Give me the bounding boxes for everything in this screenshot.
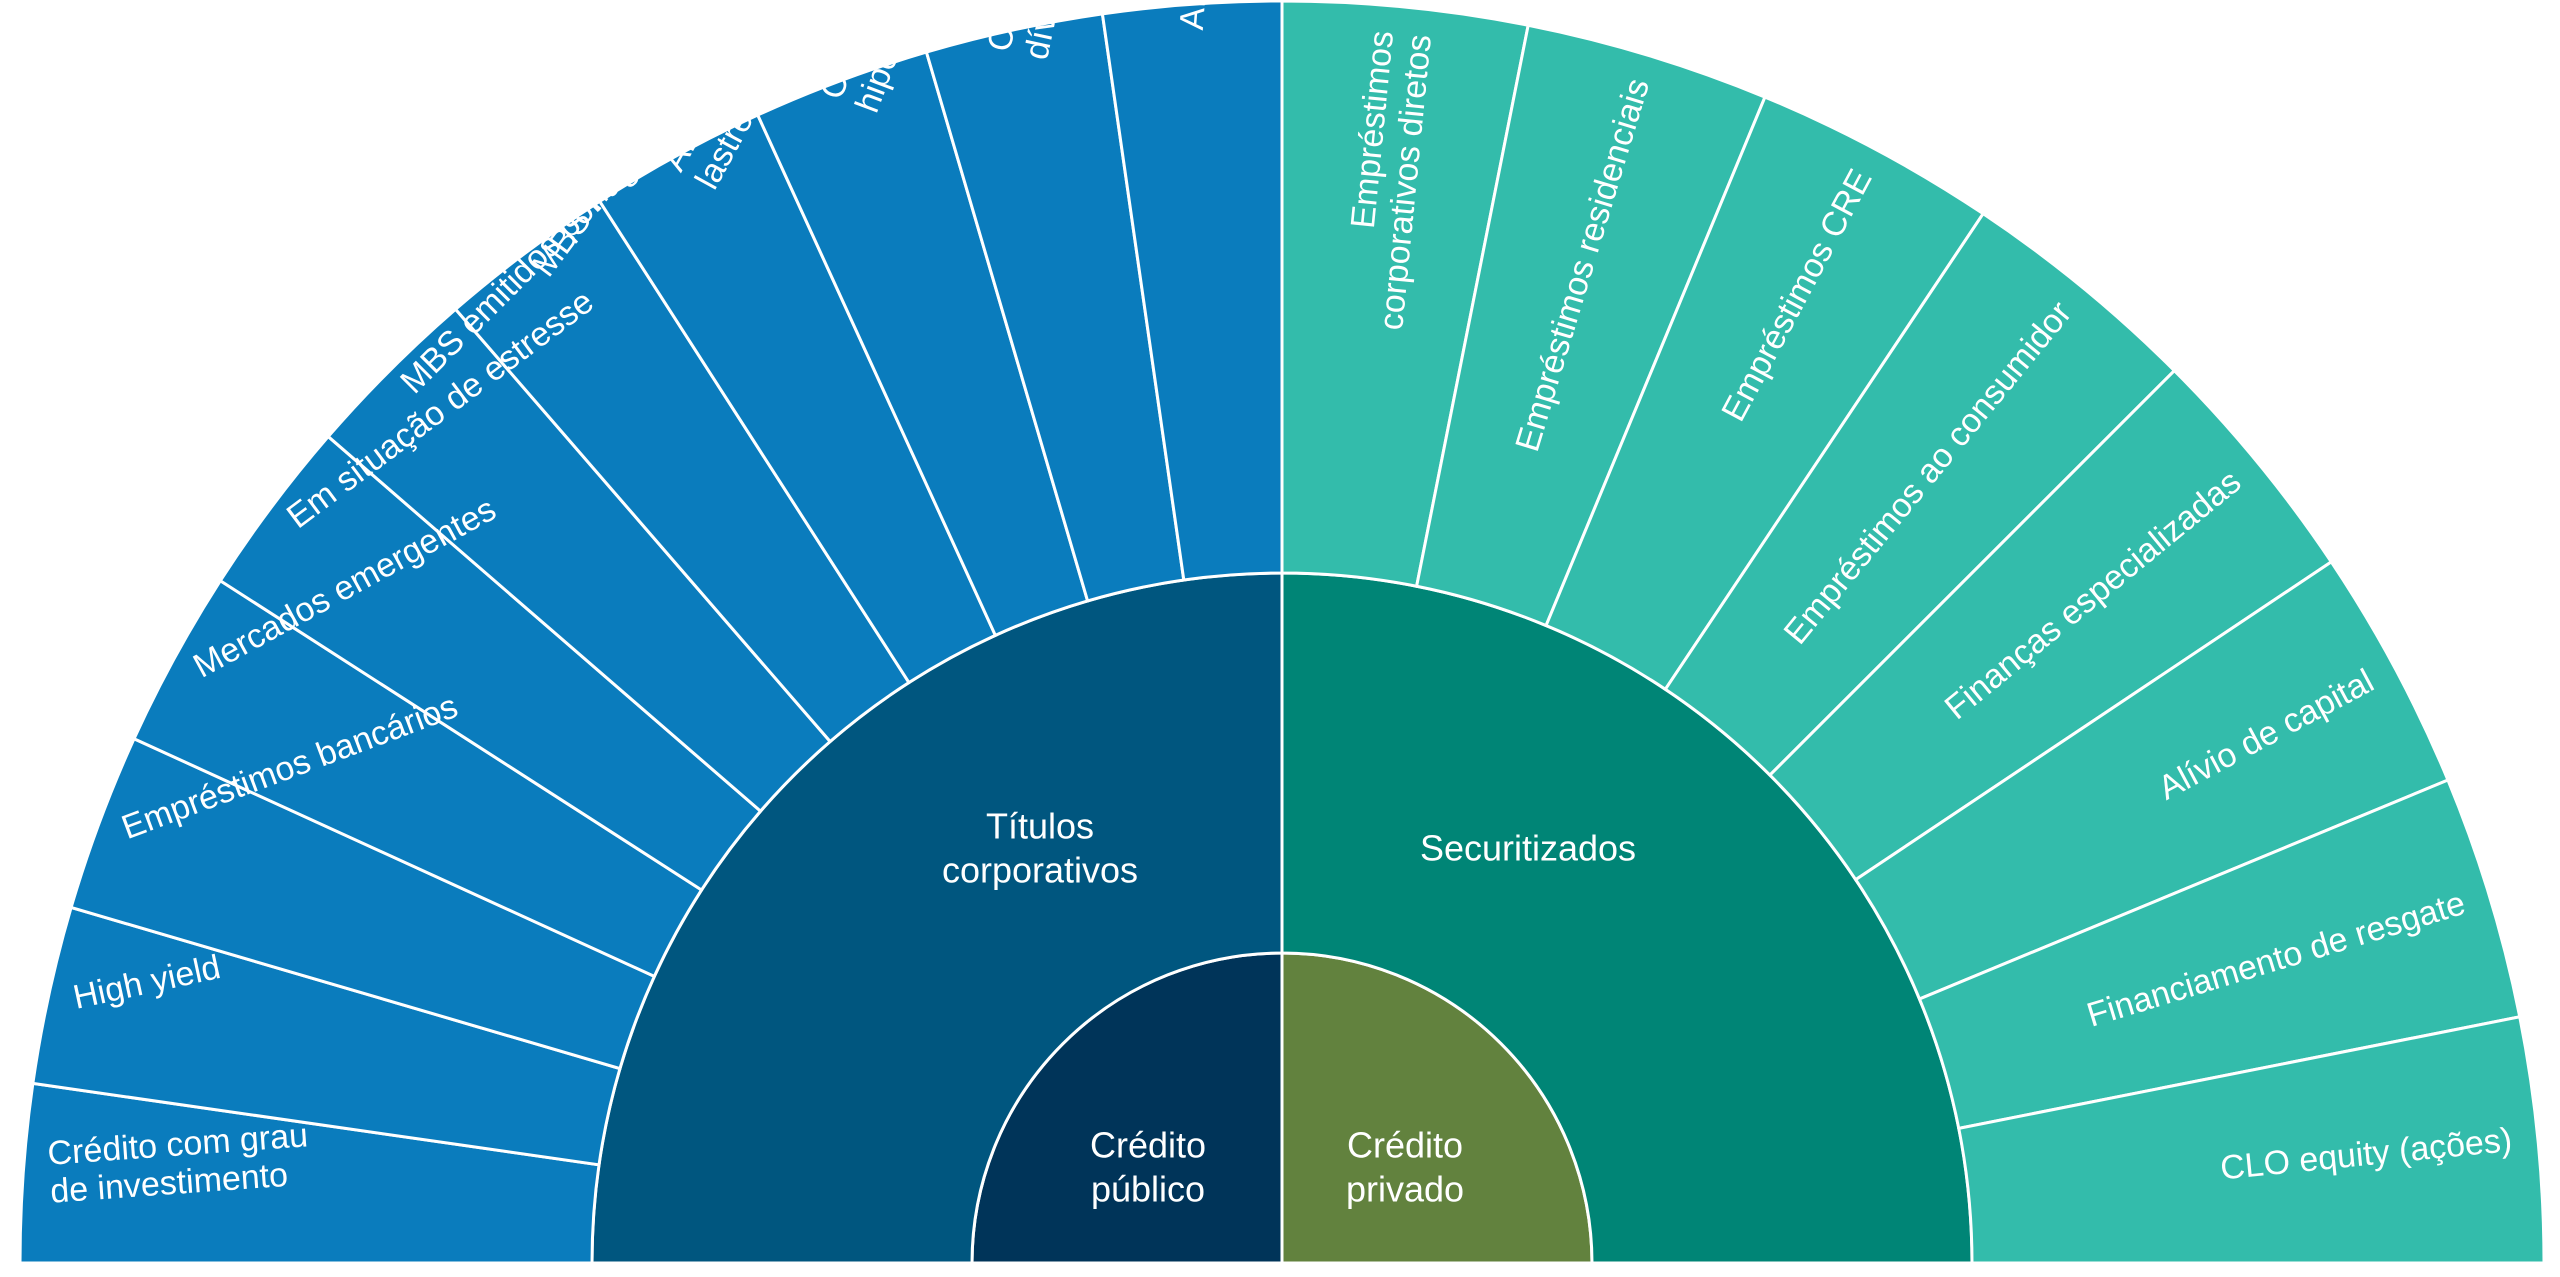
private-outer-sector-4 bbox=[1767, 368, 2334, 882]
corporate-bonds-label-line: corporativos bbox=[942, 850, 1138, 891]
public-outer-sector-0 bbox=[18, 1081, 601, 1265]
public-credit-label-line: público bbox=[1091, 1169, 1205, 1210]
securitized-label-line: Securitizados bbox=[1420, 828, 1636, 869]
private-outer-sector-2 bbox=[1544, 95, 1986, 692]
public-outer-sector-6 bbox=[453, 199, 912, 744]
private-outer-sector-6 bbox=[1917, 778, 2522, 1131]
corporate-bonds-label-line: Títulos bbox=[986, 806, 1094, 847]
public-outer-sector-10 bbox=[1100, 0, 1284, 582]
private-outer-sector-5 bbox=[1853, 559, 2450, 1001]
securitized-label: Securitizados bbox=[1420, 828, 1636, 869]
public-outer-sector-1 bbox=[31, 905, 622, 1167]
public-outer-sector-3 bbox=[132, 578, 704, 979]
public-outer-sector-8 bbox=[755, 50, 1090, 638]
private-outer-sector-7 bbox=[1956, 1015, 2546, 1265]
private-credit-label-line: privado bbox=[1346, 1169, 1464, 1210]
private-credit-label-line: Crédito bbox=[1347, 1125, 1463, 1166]
private-outer-sector-0 bbox=[1280, 0, 1530, 589]
public-outer-sector-2 bbox=[69, 736, 657, 1071]
public-outer-sector-4 bbox=[218, 434, 763, 893]
public-outer-sector-5 bbox=[326, 307, 833, 814]
public-outer-sector-7 bbox=[597, 113, 998, 685]
public-credit-label-line: Crédito bbox=[1090, 1125, 1206, 1166]
public-outer-sector-9 bbox=[924, 12, 1186, 603]
private-outer-sector-1 bbox=[1414, 23, 1767, 628]
private-outer-sector-3 bbox=[1663, 211, 2177, 778]
